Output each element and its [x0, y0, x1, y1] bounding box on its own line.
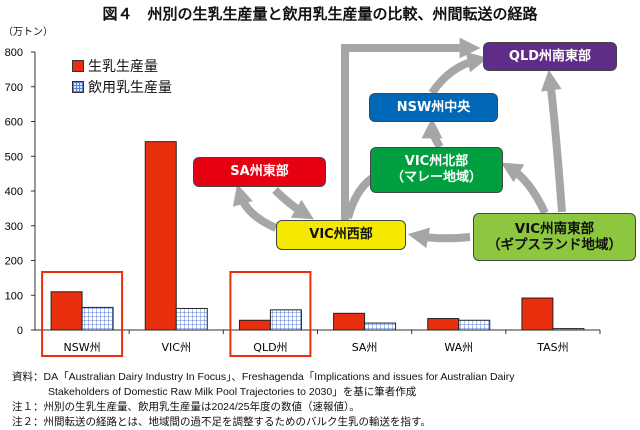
highlight-box — [41, 271, 124, 357]
x-tick-label: SA州 — [352, 341, 378, 354]
notes: 資料：DA「Australian Dairy Industry In Focus… — [12, 370, 514, 430]
y-tick-label: 400 — [5, 186, 23, 198]
y-tick-label: 200 — [5, 256, 23, 268]
y-axis-unit: （万トン） — [3, 27, 53, 38]
source-line-2: Stakeholders of Domestic Raw Milk Pool T… — [48, 386, 417, 398]
bar-drinking-milk — [175, 307, 208, 331]
node-sublabel: （マレー地域） — [390, 170, 482, 185]
bar-raw-milk — [427, 318, 460, 331]
x-tick-label: QLD州 — [253, 341, 287, 354]
y-tick-label: 700 — [5, 82, 23, 94]
x-tick-label: VIC州 — [162, 341, 191, 354]
figure-title: 図４ 州別の生乳生産量と飲用乳生産量の比較、州間転送の経路 — [102, 5, 538, 23]
legend-label: 飲用乳生産量 — [88, 80, 172, 96]
node-nsw-central: NSW州中央 — [369, 93, 498, 122]
arrow-vicn-to-nsw — [421, 117, 444, 150]
bar-drinking-milk — [364, 322, 397, 331]
source-line-1: 資料：DA「Australian Dairy Industry In Focus… — [12, 371, 515, 383]
node-vic-southeast: VIC州南東部（ギプスランド地域） — [473, 213, 636, 261]
y-tick-label: 500 — [5, 151, 23, 163]
bar-raw-milk — [238, 319, 271, 331]
node-label: VIC州西部 — [309, 227, 373, 243]
note-1: 注１：州別の生乳生産量、飲用乳生産量は2024/25年度の数値（速報値）。 — [12, 401, 360, 413]
node-vic-north: VIC州北部（マレー地域） — [370, 147, 503, 193]
bar-raw-milk — [333, 312, 366, 331]
node-sublabel: （ギプスランド地域） — [487, 237, 622, 253]
bar-raw-milk — [521, 297, 554, 331]
legend-item-raw-milk: 生乳生産量 — [72, 56, 158, 76]
y-tick-label: 800 — [5, 47, 23, 59]
bar-raw-milk — [144, 141, 177, 331]
node-sa-east: SA州東部 — [193, 157, 326, 187]
node-label: QLD州南東部 — [508, 48, 592, 64]
y-tick-label: 100 — [5, 290, 23, 302]
bar-drinking-milk — [269, 309, 302, 331]
transfer-arrows — [232, 37, 566, 249]
arrow-nsw-to-qld — [428, 52, 489, 96]
arrow-vicse-to-qld — [540, 69, 566, 213]
node-label: VIC州南東部 — [514, 220, 595, 237]
node-label: VIC州北部 — [404, 154, 469, 170]
node-label: NSW州中央 — [396, 99, 471, 115]
bar-drinking-milk — [552, 328, 585, 331]
x-tick-label: TAS州 — [536, 341, 568, 354]
legend-swatch — [72, 81, 84, 93]
arrow-sa-to-vicw — [272, 187, 314, 220]
x-tick-label: WA州 — [444, 341, 473, 354]
arrow-vicse-to-vicw — [407, 227, 471, 249]
note-2: 注２：州間転送の経路とは、地域間の過不足を調整するためのバルク生乳の輸送を指す。 — [12, 416, 431, 428]
legend-item-drinking-milk: 飲用乳生産量 — [72, 77, 172, 97]
y-tick-label: 600 — [5, 117, 23, 129]
node-label: SA州東部 — [230, 164, 289, 180]
arrow-vicw-to-qld — [341, 37, 481, 222]
y-tick-label: 300 — [5, 221, 23, 233]
legend-swatch — [72, 60, 84, 72]
node-vic-west: VIC州西部 — [276, 220, 406, 250]
legend-label: 生乳生産量 — [88, 59, 158, 75]
bar-raw-milk — [50, 291, 83, 331]
arrow-vicse-to-vicn — [501, 162, 549, 215]
x-tick-label: NSW州 — [64, 341, 101, 354]
node-qld-southeast: QLD州南東部 — [483, 42, 617, 71]
y-tick-label: 0 — [17, 325, 23, 337]
arrow-vicw-to-sa — [232, 184, 278, 232]
highlight-box — [229, 271, 312, 357]
bar-drinking-milk — [81, 306, 114, 331]
bar-drinking-milk — [458, 319, 491, 331]
